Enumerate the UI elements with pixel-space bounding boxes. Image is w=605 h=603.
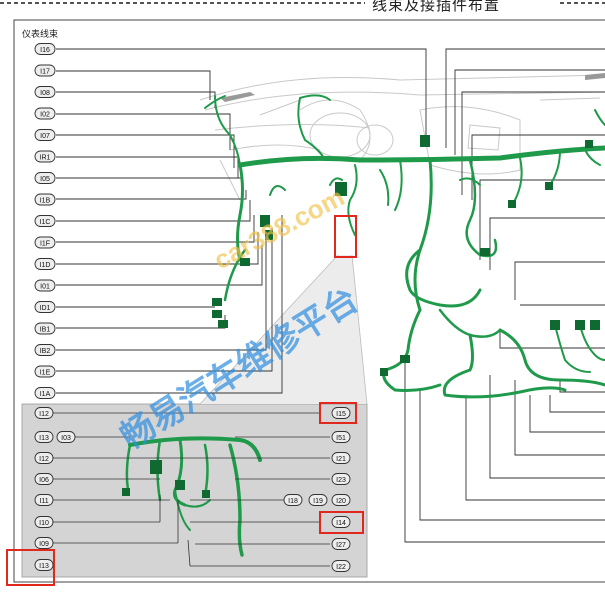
left-leaders <box>56 48 427 394</box>
inset-right-pill-1-label: I51 <box>336 435 346 442</box>
inset-right-pill-6: I20 <box>331 494 351 506</box>
inset-bottom-left-pill-label: I13 <box>39 563 49 570</box>
connector-pill-i1a: I1A <box>34 387 56 399</box>
connector-pill-i01: I01 <box>34 279 56 292</box>
inset-right-pill-4: I18 <box>283 494 303 506</box>
inset-left-pill-6: I10 <box>34 516 54 528</box>
watermark-url: car388.com <box>209 182 349 276</box>
inset-left-pill-3: I12 <box>34 452 54 464</box>
inset-right-pill-2: I21 <box>331 452 351 464</box>
connector-pill-ib2-label: IB2 <box>40 348 51 355</box>
inset-right-pill-5: I19 <box>308 494 328 506</box>
diagram-frame <box>13 19 605 583</box>
main-harness <box>204 94 605 399</box>
connector-pill-id1: ID1 <box>34 301 56 313</box>
inset-right-pill-2-label: I21 <box>336 456 346 463</box>
connector-pill-i07-label: I07 <box>40 133 50 140</box>
inset-right-pill-3-label: I23 <box>336 477 346 484</box>
connector-pill-i1b-label: I1B <box>40 198 51 205</box>
inset-leader-wedge <box>200 255 367 404</box>
connector-pill-i1e-label: I1E <box>40 370 51 377</box>
highlight-main-connector <box>334 215 357 258</box>
inset-left-pill-5: I11 <box>34 494 54 506</box>
connector-pill-i16: I16 <box>34 43 56 55</box>
inset-left-pill-3-label: I12 <box>39 456 49 463</box>
connector-pill-i1e: I1E <box>34 365 56 378</box>
inset-left-pill-1: I13 <box>34 431 54 443</box>
inset-right-pill-6-label: I20 <box>336 498 346 505</box>
right-leaders <box>404 48 605 543</box>
connector-pill-i1c-label: I1C <box>40 219 51 226</box>
inset-left-pill-1-label: I13 <box>39 435 49 442</box>
inset-bottom-left-pill: I13 <box>34 559 54 571</box>
page-title: 线束及接插件布置 <box>372 0 501 14</box>
main-harness-connectors <box>212 135 600 376</box>
connector-pill-i01-label: I01 <box>40 284 50 291</box>
inset-leaders <box>52 412 330 567</box>
inset-left-pill-0-label: I12 <box>39 411 49 418</box>
inset-left-pill-4-label: I06 <box>39 477 49 484</box>
inset-left-pill-7: I09 <box>34 537 54 549</box>
connector-pill-i16-label: I16 <box>40 47 50 54</box>
connector-pill-i05: I05 <box>34 172 56 184</box>
connector-pill-i02: I02 <box>34 107 56 120</box>
inset-right-pill-7: I14 <box>331 516 351 528</box>
connector-pill-ir1-label: IR1 <box>40 155 51 162</box>
inset-right-pill-1: I51 <box>331 431 351 443</box>
connector-pill-i08-label: I08 <box>40 90 50 97</box>
inset-right-pill-0: I15 <box>331 407 351 419</box>
inset-left-pill-6-label: I10 <box>39 520 49 527</box>
connector-pill-i1a-label: I1A <box>40 391 51 398</box>
connector-pill-i08: I08 <box>34 86 56 98</box>
connector-pill-i05-label: I05 <box>40 176 50 183</box>
connector-pill-i1d: I1D <box>34 258 56 270</box>
dashboard-sketch <box>199 74 605 201</box>
highlight-I14 <box>319 511 364 534</box>
inset-right-pill-7-label: I14 <box>336 520 346 527</box>
connector-pill-i1f: I1F <box>34 236 56 249</box>
highlight-I15 <box>319 402 357 424</box>
inset-left-pill-0: I12 <box>34 407 54 419</box>
dashboard-sketch-bits <box>220 73 605 102</box>
inset-right-pill-9: I22 <box>331 560 351 572</box>
inset-right-pill-5-label: I19 <box>313 498 323 505</box>
inset-right-pill-8: I27 <box>331 538 351 550</box>
inset-left-pill-7-label: I09 <box>39 541 49 548</box>
inset-right-pill-8-label: I27 <box>336 542 346 549</box>
connector-pill-i17-label: I17 <box>40 69 50 76</box>
connector-pill-i1b: I1B <box>34 193 56 206</box>
inset-harness-connectors <box>122 460 210 498</box>
connector-pill-i02-label: I02 <box>40 112 50 119</box>
connector-pill-i1d-label: I1D <box>40 262 51 269</box>
connector-pill-ib1: IB1 <box>34 322 56 335</box>
inset-right-pill-3: I23 <box>331 473 351 485</box>
connector-pill-ir1: IR1 <box>34 150 56 163</box>
section-label: 仪表线束 <box>22 30 59 40</box>
inset-right-pill-4-label: I18 <box>288 498 298 505</box>
inset-left-pill-2-label: I03 <box>61 435 71 442</box>
inset-left-pill-2: I03 <box>56 431 76 443</box>
inset-left-pill-4: I06 <box>34 473 54 485</box>
highlight-I13 <box>6 549 55 586</box>
inset-right-pill-9-label: I22 <box>336 564 346 571</box>
connector-pill-ib1-label: IB1 <box>40 327 51 334</box>
inset-left-pill-5-label: I11 <box>39 498 48 505</box>
connector-pill-ib2: IB2 <box>34 344 56 356</box>
connector-pill-i1c: I1C <box>34 215 56 227</box>
connector-pill-i1f-label: I1F <box>40 241 50 248</box>
inset-right-pill-0-label: I15 <box>336 411 346 418</box>
inset-panel <box>21 403 368 578</box>
highlight-boxes <box>6 215 364 586</box>
connector-pill-i07: I07 <box>34 129 56 141</box>
connector-pill-id1-label: ID1 <box>40 305 51 312</box>
connector-pill-i17: I17 <box>34 64 56 77</box>
